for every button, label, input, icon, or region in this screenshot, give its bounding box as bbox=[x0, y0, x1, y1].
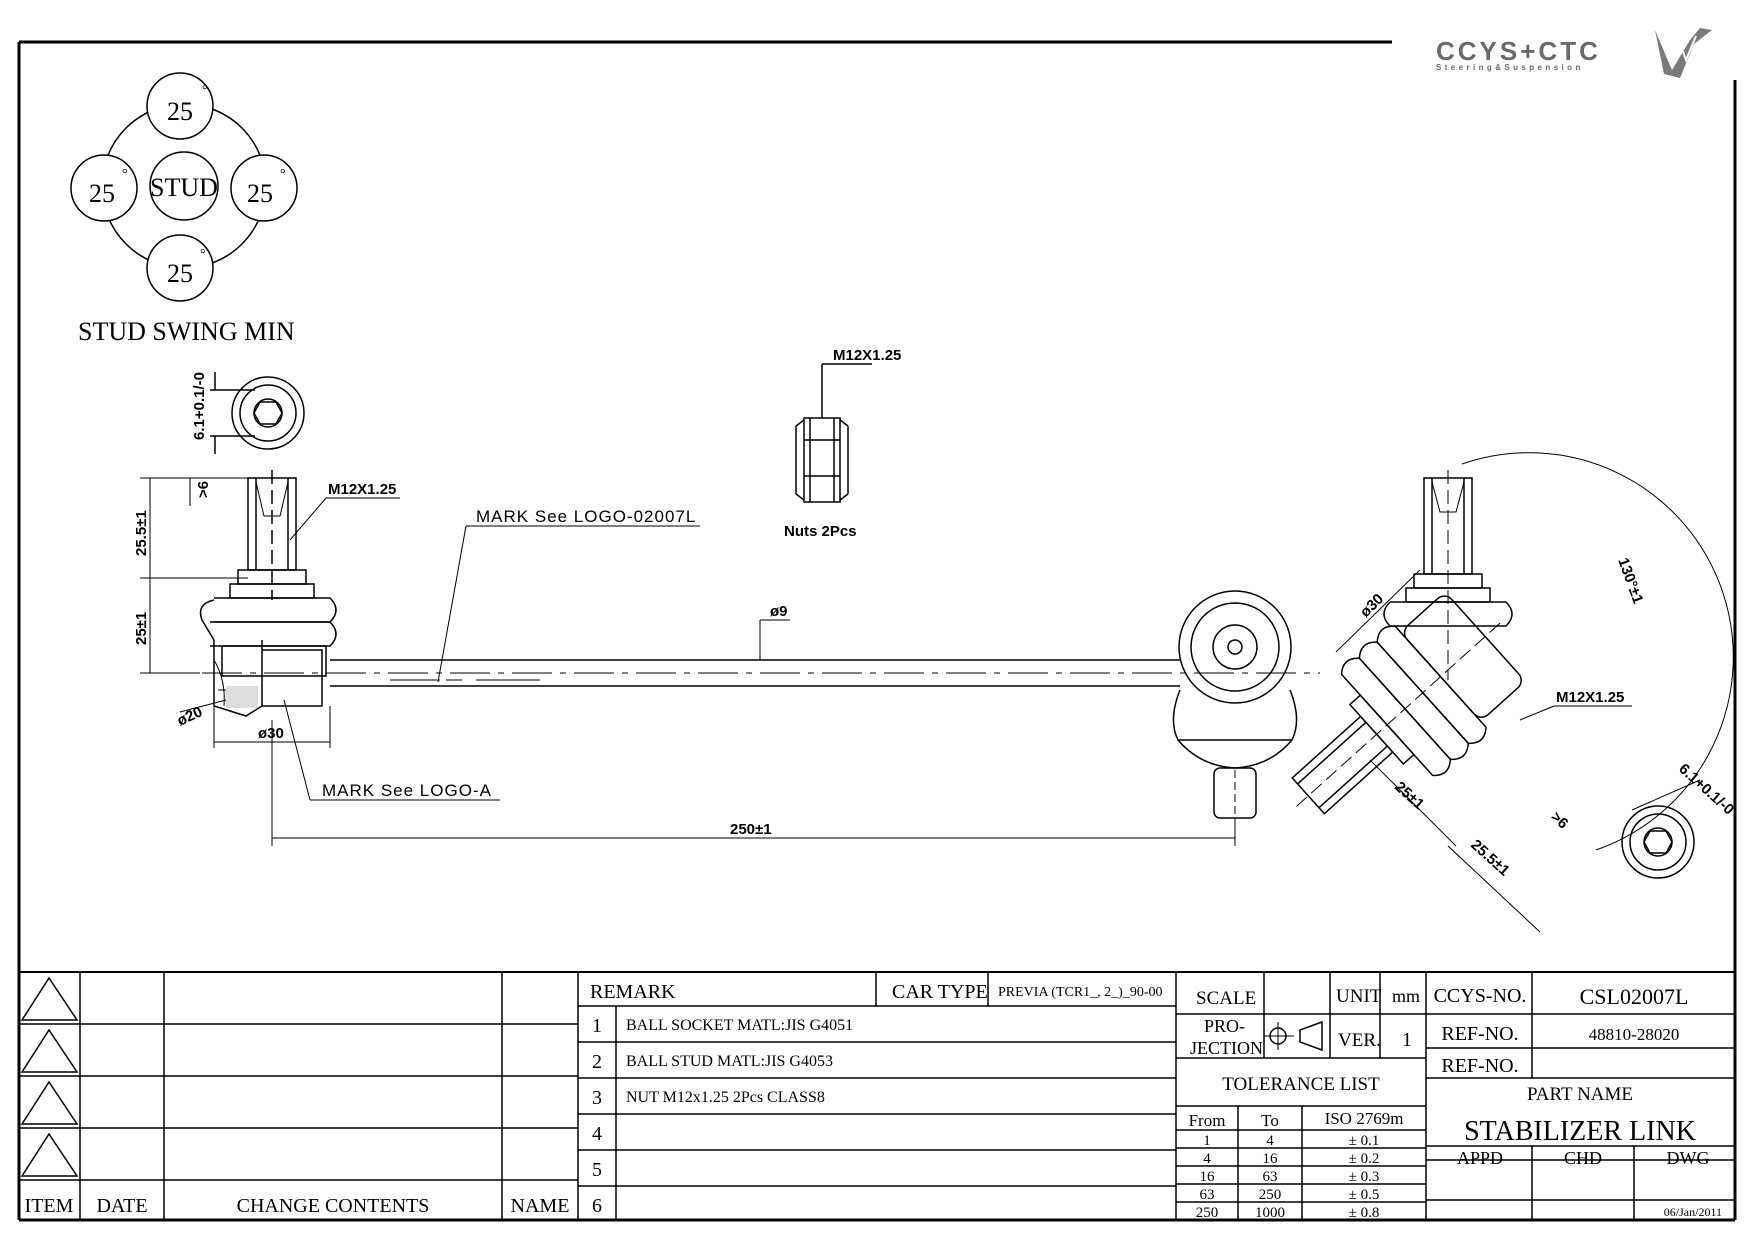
left-255-dim: 25.5±1 bbox=[133, 510, 150, 556]
swing-left-value: 25 bbox=[89, 179, 115, 208]
length-dim: 250±1 bbox=[730, 821, 772, 838]
tol-cell: ± 0.3 bbox=[1349, 1169, 1380, 1185]
swing-center-label: STUD bbox=[150, 173, 218, 202]
right-255-dim: 25.5±1 bbox=[1467, 836, 1512, 879]
right-stud-view: ø30 130°±1 M12X1.25 25±1 25.5±1 >6 6.1+0… bbox=[1291, 452, 1737, 933]
remark-row-no: 1 bbox=[592, 1015, 602, 1037]
remark-row-text: BALL SOCKET MATL:JIS G4051 bbox=[626, 1017, 853, 1034]
remark-row-no: 5 bbox=[592, 1159, 602, 1181]
left-hex-dim: 6.1+0.1/-0 bbox=[191, 372, 208, 440]
left-hex-view: 6.1+0.1/-0 bbox=[191, 372, 305, 454]
swing-top-deg: ° bbox=[202, 83, 208, 98]
appd-label: APPD bbox=[1457, 1148, 1503, 1168]
remark-row-no: 3 bbox=[592, 1087, 602, 1109]
swing-right-value: 25 bbox=[247, 179, 273, 208]
tol-cell: 16 bbox=[1263, 1151, 1279, 1167]
car-type-label: CAR TYPE bbox=[892, 981, 988, 1003]
right-rod-end: 250±1 bbox=[271, 590, 1298, 846]
right-gt6-dim: >6 bbox=[1547, 808, 1571, 832]
remark-row-no: 2 bbox=[592, 1051, 602, 1073]
part-name: STABILIZER LINK bbox=[1464, 1116, 1696, 1147]
remark-row-no: 6 bbox=[592, 1195, 602, 1217]
ccys-label: CCYS-NO. bbox=[1434, 985, 1527, 1007]
tol-cell: ± 0.1 bbox=[1349, 1133, 1380, 1149]
remark-row-text: BALL STUD MATL:JIS G4053 bbox=[626, 1053, 833, 1070]
tol-cell: 4 bbox=[1203, 1151, 1211, 1167]
tol-cell: ± 0.8 bbox=[1349, 1205, 1380, 1221]
tol-cell: 63 bbox=[1200, 1187, 1215, 1203]
swing-bottom-value: 25 bbox=[167, 259, 193, 288]
left-thread-label: M12X1.25 bbox=[328, 481, 396, 498]
logo-subtitle: Steering&Suspension bbox=[1436, 63, 1584, 72]
drawing-date: 06/Jan/2011 bbox=[1664, 1205, 1722, 1219]
chd-label: CHD bbox=[1564, 1148, 1602, 1168]
part-name-label: PART NAME bbox=[1527, 1084, 1633, 1105]
tol-cell: 16 bbox=[1200, 1169, 1216, 1185]
tol-header-from: From bbox=[1189, 1111, 1226, 1130]
ref1-value: 48810-28020 bbox=[1589, 1025, 1680, 1044]
tol-header-iso: ISO 2769m bbox=[1325, 1109, 1404, 1128]
left-25-dim: 25±1 bbox=[133, 612, 150, 645]
grease-hatch bbox=[226, 686, 258, 708]
ver-label: VER. bbox=[1338, 1030, 1381, 1051]
rev-header-change: CHANGE CONTENTS bbox=[237, 1195, 430, 1217]
projection-label-2: JECTION bbox=[1190, 1038, 1263, 1058]
title-block-text: ITEM DATE CHANGE CONTENTS NAME REMARK CA… bbox=[25, 981, 1722, 1221]
rev-header-date: DATE bbox=[96, 1195, 147, 1217]
swing-left-deg: ° bbox=[122, 167, 128, 182]
rev-header-name: NAME bbox=[511, 1195, 570, 1217]
angle-dim: 130°±1 bbox=[1614, 556, 1646, 607]
tol-header-to: To bbox=[1261, 1111, 1279, 1130]
car-type-value: PREVIA (TCR1_, 2_)_90-00 bbox=[998, 985, 1163, 1000]
remark-row-no: 4 bbox=[592, 1123, 602, 1145]
projection-label-1: PRO- bbox=[1204, 1016, 1245, 1036]
dwg-label: DWG bbox=[1667, 1148, 1710, 1168]
mark-logo-a-label: MARK See LOGO-A bbox=[322, 781, 492, 800]
swing-bottom-deg: ° bbox=[200, 247, 206, 262]
rod: MARK See LOGO-02007L ø9 bbox=[330, 507, 1180, 687]
logo-text: CCYS+CTC bbox=[1436, 36, 1601, 66]
swing-right-deg: ° bbox=[280, 167, 286, 182]
nut-detail: M12X1.25 Nuts 2Pcs bbox=[784, 347, 901, 540]
left-dia30-dim: ø30 bbox=[258, 725, 284, 742]
left-dia20-dim: ø20 bbox=[175, 703, 206, 729]
right-dia30-dim: ø30 bbox=[1357, 591, 1387, 621]
tolerance-title: TOLERANCE LIST bbox=[1222, 1074, 1380, 1095]
unit-value: mm bbox=[1392, 986, 1420, 1006]
remark-title: REMARK bbox=[590, 981, 676, 1003]
left-end-view: >6 25.5±1 25±1 M12X1.25 ø20 ø30 MARK See… bbox=[133, 470, 1320, 801]
ccys-value: CSL02007L bbox=[1580, 984, 1689, 1009]
tol-cell: 63 bbox=[1263, 1169, 1278, 1185]
sheet-frame bbox=[17, 40, 1737, 1222]
tol-cell: ± 0.2 bbox=[1349, 1151, 1380, 1167]
ver-value: 1 bbox=[1402, 1029, 1412, 1051]
stud-swing-diagram: STUD 25 ° 25 ° 25 ° 25 ° STUD SWING MIN bbox=[70, 72, 298, 346]
tol-cell: 1 bbox=[1203, 1133, 1211, 1149]
rod-dia-label: ø9 bbox=[770, 603, 788, 620]
tol-cell: 250 bbox=[1196, 1205, 1219, 1221]
tol-cell: 4 bbox=[1266, 1133, 1274, 1149]
left-gt6-dim: >6 bbox=[195, 481, 212, 498]
ref2-label: REF-NO. bbox=[1441, 1055, 1518, 1077]
remark-row-text: NUT M12x1.25 2Pcs CLASS8 bbox=[626, 1089, 825, 1106]
scale-label: SCALE bbox=[1196, 988, 1256, 1009]
company-logo: CCYS+CTC Steering&Suspension bbox=[1436, 28, 1712, 78]
mark-logo-label: MARK See LOGO-02007L bbox=[476, 507, 696, 526]
unit-label: UNIT bbox=[1336, 986, 1382, 1007]
right-thread-label: M12X1.25 bbox=[1556, 689, 1624, 706]
tol-cell: ± 0.5 bbox=[1349, 1187, 1380, 1203]
nuts-count-label: Nuts 2Pcs bbox=[784, 523, 857, 540]
rev-header-item: ITEM bbox=[25, 1195, 74, 1217]
swing-top-value: 25 bbox=[167, 97, 193, 126]
nut-thread-label: M12X1.25 bbox=[833, 347, 901, 364]
stud-swing-label: STUD SWING MIN bbox=[78, 317, 295, 346]
right-25-dim: 25±1 bbox=[1391, 778, 1427, 813]
tol-cell: 250 bbox=[1259, 1187, 1282, 1203]
ref1-label: REF-NO. bbox=[1441, 1023, 1518, 1045]
title-block-grid bbox=[19, 972, 1735, 1220]
tol-cell: 1000 bbox=[1255, 1205, 1285, 1221]
